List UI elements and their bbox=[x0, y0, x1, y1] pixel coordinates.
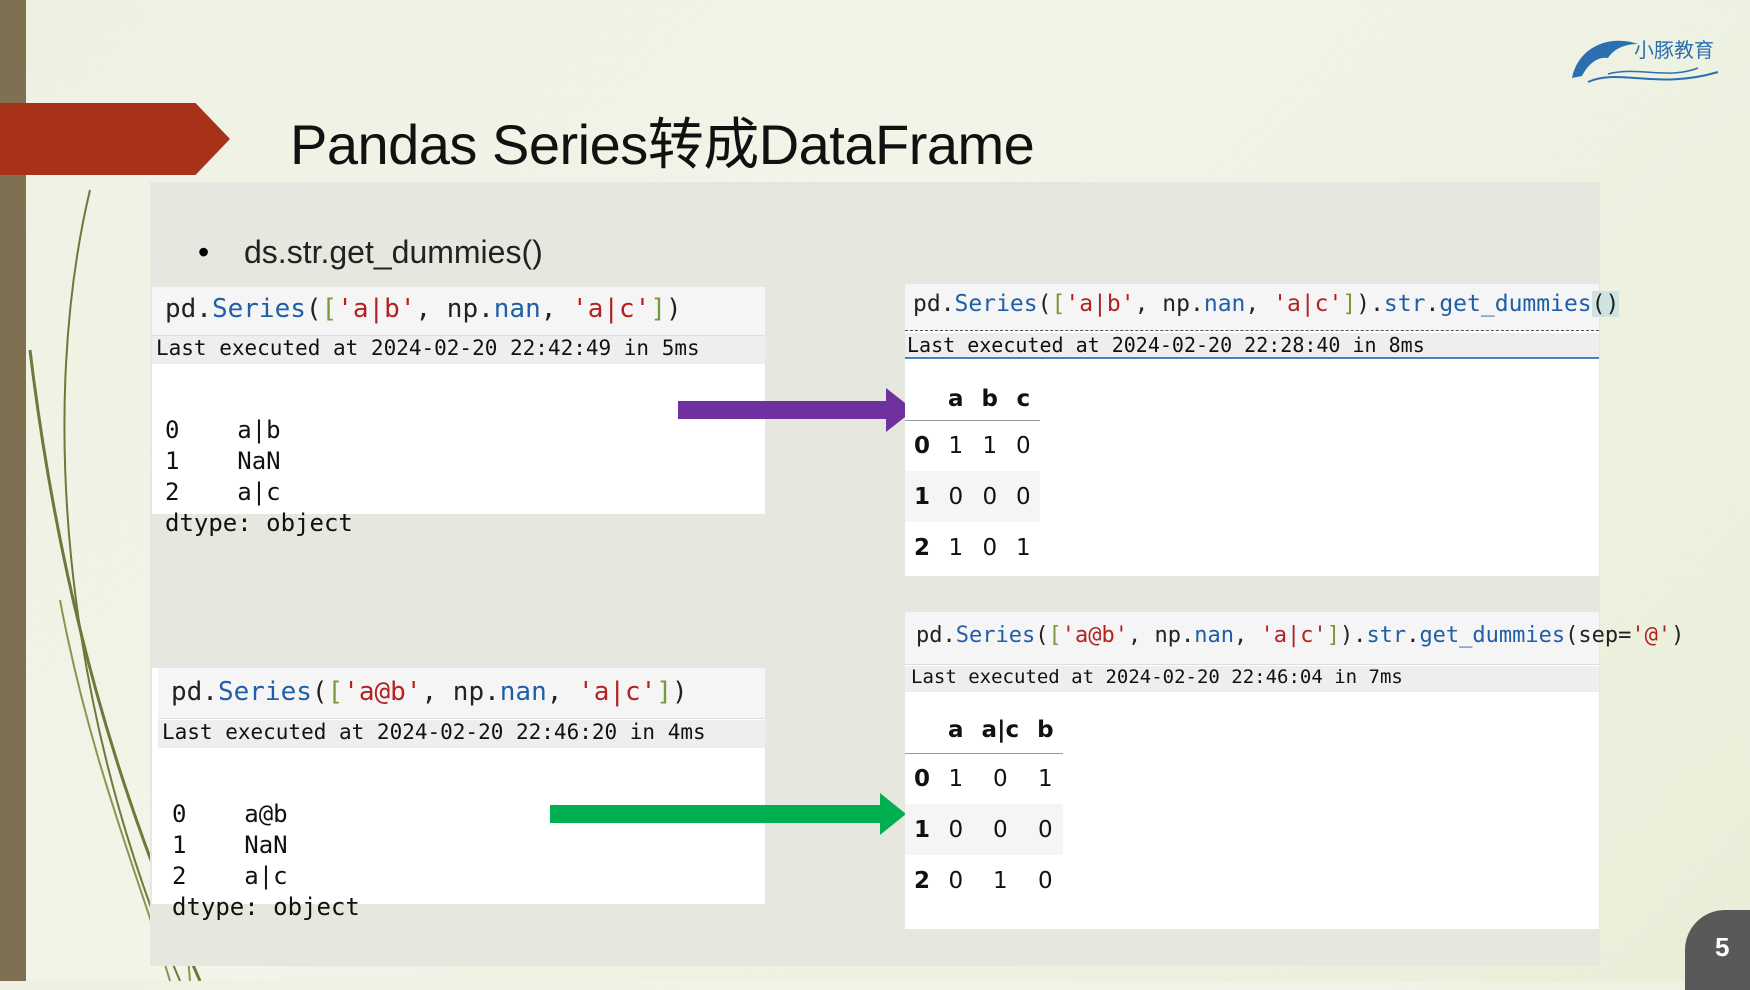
cell-1-code-area bbox=[152, 287, 765, 336]
df-cell: 1 bbox=[1016, 534, 1031, 561]
df-cell: 0 bbox=[993, 816, 1008, 843]
df-row-index: 1 bbox=[914, 483, 931, 510]
df-column-header: b bbox=[1028, 708, 1063, 754]
output-line: 1 NaN bbox=[172, 831, 288, 859]
df-row-index: 0 bbox=[914, 765, 931, 792]
df-cell: 0 bbox=[1016, 483, 1031, 510]
df-row-index: 0 bbox=[914, 432, 931, 459]
notebook-cell-2 bbox=[905, 284, 1599, 576]
df-cell: 1 bbox=[993, 867, 1008, 894]
df-column-header: a bbox=[939, 378, 973, 421]
df-index-header bbox=[905, 378, 940, 421]
df-cell: 0 bbox=[1038, 867, 1053, 894]
cell-3-output: 0 a@b 1 NaN 2 a|c dtype: object bbox=[172, 768, 360, 923]
df-cell: 0 bbox=[1038, 816, 1053, 843]
bullet-marker: • bbox=[198, 234, 210, 270]
cell-4-exec-info: Last executed at 2024-02-20 22:46:04 in … bbox=[905, 666, 1599, 692]
logo-text: 小豚教育 bbox=[1634, 38, 1714, 62]
df-index-header bbox=[905, 708, 940, 754]
cell-4-dataframe: a a|c b 0 1 0 1 1 0 0 0 2 0 1 0 bbox=[905, 708, 1063, 906]
cell-2-exec-info: Last executed at 2024-02-20 22:28:40 in … bbox=[905, 333, 1599, 359]
cell-3-code-area bbox=[158, 668, 765, 719]
cell-3-exec-info: Last executed at 2024-02-20 22:46:20 in … bbox=[158, 720, 765, 748]
df-cell: 0 bbox=[982, 534, 998, 561]
cell-4-code: pd.Series(['a@b', np.nan, 'a|c']).str.ge… bbox=[916, 623, 1685, 648]
df-cell: 1 bbox=[948, 765, 964, 792]
output-line: 2 a|c bbox=[165, 478, 281, 506]
df-column-header: c bbox=[1007, 378, 1040, 421]
cell-1-exec-info: Last executed at 2024-02-20 22:42:49 in … bbox=[152, 336, 765, 364]
df-column-header: a bbox=[939, 708, 973, 754]
df-cell: 1 bbox=[982, 432, 998, 459]
cell-3-code: pd.Series(['a@b', np.nan, 'a|c']) bbox=[171, 677, 688, 707]
table-row: 1 0 0 0 bbox=[905, 804, 1063, 855]
slide-title: Pandas Series转成DataFrame bbox=[290, 113, 1035, 176]
table-row: 1 0 0 0 bbox=[905, 471, 1040, 522]
df-cell: 0 bbox=[993, 765, 1008, 792]
df-column-header: a|c bbox=[972, 708, 1029, 754]
cell-2-code-area bbox=[905, 284, 1599, 331]
df-cell: 0 bbox=[982, 483, 998, 510]
df-row-index: 2 bbox=[914, 867, 931, 894]
df-row-index: 2 bbox=[914, 534, 931, 561]
table-row: 2 0 1 0 bbox=[905, 855, 1063, 906]
bullet-text: ds.str.get_dummies() bbox=[244, 234, 543, 270]
df-cell: 1 bbox=[948, 432, 964, 459]
output-line: 0 a|b bbox=[165, 416, 281, 444]
df-cell: 0 bbox=[1016, 432, 1031, 459]
output-line: dtype: object bbox=[165, 509, 353, 537]
df-cell: 0 bbox=[948, 867, 964, 894]
df-cell: 0 bbox=[948, 483, 964, 510]
cell-4-code-area bbox=[905, 612, 1599, 665]
green-arrow-icon bbox=[550, 793, 906, 835]
page-number-badge: 5 bbox=[1685, 910, 1750, 990]
df-column-header: b bbox=[972, 378, 1008, 421]
table-row: 0 1 1 0 bbox=[905, 420, 1040, 471]
cell-1-output: 0 a|b 1 NaN 2 a|c dtype: object bbox=[165, 384, 353, 539]
df-cell: 1 bbox=[1038, 765, 1053, 792]
title-banner bbox=[0, 103, 230, 175]
df-cell: 0 bbox=[948, 816, 964, 843]
output-line: 1 NaN bbox=[165, 447, 281, 475]
cell-2-dataframe: a b c 0 1 1 0 1 0 0 0 2 1 0 1 bbox=[905, 378, 1040, 573]
page-number: 5 bbox=[1715, 932, 1730, 962]
output-line: 0 a@b bbox=[172, 800, 288, 828]
df-row-index: 1 bbox=[914, 816, 931, 843]
df-cell: 1 bbox=[948, 534, 964, 561]
purple-arrow-icon bbox=[678, 388, 914, 432]
dolphin-logo-icon bbox=[1572, 40, 1719, 83]
output-line: dtype: object bbox=[172, 893, 360, 921]
table-row: 2 1 0 1 bbox=[905, 522, 1040, 573]
output-line: 2 a|c bbox=[172, 862, 288, 890]
cell-2-code: pd.Series(['a|b', np.nan, 'a|c']).str.ge… bbox=[913, 291, 1620, 317]
table-row: 0 1 0 1 bbox=[905, 753, 1063, 804]
cell-1-code: pd.Series(['a|b', np.nan, 'a|c']) bbox=[165, 294, 682, 324]
